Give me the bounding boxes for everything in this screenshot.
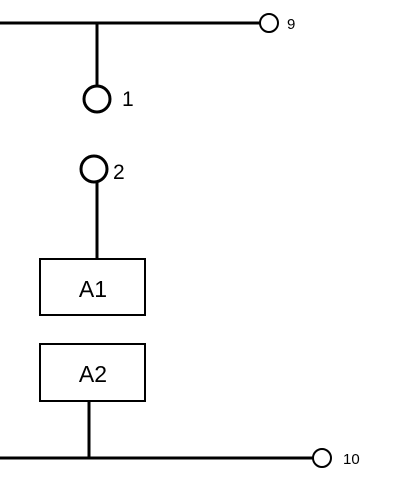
- contact-1-label: 1: [122, 88, 134, 111]
- block-a1: [39, 258, 146, 316]
- block-a1-label: A1: [79, 276, 107, 302]
- block-a2: [39, 343, 146, 402]
- terminal-9-circle: [259, 13, 279, 33]
- contact-2-label: 2: [113, 161, 125, 184]
- block-a2-label: A2: [79, 361, 107, 387]
- terminal-9-label: 9: [287, 16, 295, 33]
- terminal-10-label: 10: [343, 451, 360, 468]
- contact-2-circle: [79, 154, 109, 184]
- contact-1-circle: [82, 84, 112, 114]
- terminal-10-circle: [312, 448, 332, 468]
